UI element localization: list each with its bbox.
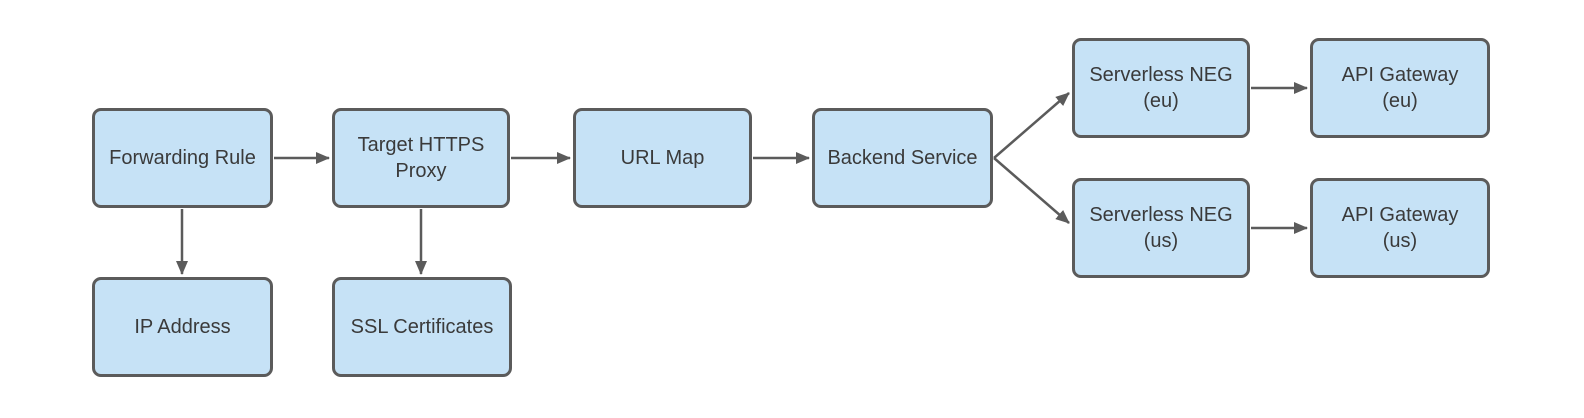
node-serverless-neg-eu: Serverless NEG (eu) [1072,38,1250,138]
node-label: URL Map [620,147,705,169]
node-ip-address: IP Address [92,277,273,377]
node-label: API Gateway (eu) [1341,64,1459,112]
node-api-gateway-us: API Gateway (us) [1310,178,1490,278]
node-label: Forwarding Rule [109,147,256,169]
node-target-https-proxy: Target HTTPS Proxy [332,108,510,208]
node-backend-service: Backend Service [812,108,993,208]
node-label: Serverless NEG (eu) [1089,64,1233,112]
node-label: IP Address [134,316,231,338]
edge-backend-service-to-serverless-neg-us [993,157,1070,224]
node-label: API Gateway (us) [1341,204,1459,252]
node-ssl-certificates: SSL Certificates [332,277,512,377]
edge-backend-service-to-serverless-neg-eu [993,92,1070,159]
node-forwarding-rule: Forwarding Rule [92,108,273,208]
node-label: Serverless NEG (us) [1089,204,1233,252]
node-api-gateway-eu: API Gateway (eu) [1310,38,1490,138]
node-label: Backend Service [827,147,978,169]
node-url-map: URL Map [573,108,752,208]
node-serverless-neg-us: Serverless NEG (us) [1072,178,1250,278]
node-label: Target HTTPS Proxy [357,134,485,182]
node-label: SSL Certificates [350,316,494,338]
